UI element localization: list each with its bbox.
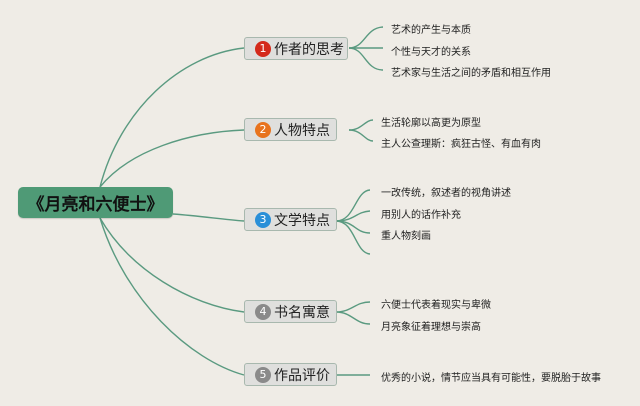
branch-author-thoughts[interactable]: 1 作者的思考 [244, 37, 348, 60]
number-badge-icon: 1 [255, 40, 271, 57]
number-badge-icon: 5 [255, 366, 271, 383]
leaf-node[interactable]: 月亮象征着理想与崇高 [381, 322, 481, 333]
root-label: 《月亮和六便士》 [27, 195, 164, 215]
root-node[interactable]: 《月亮和六便士》 [18, 187, 173, 218]
branch-label: 人物特点 [274, 122, 330, 139]
leaf-node[interactable]: 艺术家与生活之间的矛盾和相互作用 [391, 68, 551, 79]
branch-label: 文学特点 [274, 212, 330, 229]
number-badge-icon: 3 [255, 211, 271, 228]
branch-literary-features[interactable]: 3 文学特点 [244, 208, 337, 231]
number-badge-icon: 2 [255, 121, 271, 138]
branch-label: 作者的思考 [274, 41, 344, 58]
leaf-node[interactable]: 主人公查理斯：疯狂古怪、有血有肉 [381, 139, 541, 150]
leaf-node[interactable]: 优秀的小说，情节应当具有可能性，要脱胎于故事 [381, 373, 601, 384]
number-badge-icon: 4 [255, 303, 271, 320]
leaf-node[interactable]: 生活轮廓以高更为原型 [381, 118, 481, 129]
leaf-node[interactable]: 个性与天才的关系 [391, 47, 471, 58]
branch-title-meaning[interactable]: 4 书名寓意 [244, 300, 337, 323]
leaf-node[interactable]: 重人物刻画 [381, 231, 431, 242]
branch-work-evaluation[interactable]: 5 作品评价 [244, 363, 337, 386]
leaf-node[interactable]: 六便士代表着现实与卑微 [381, 300, 491, 311]
leaf-node[interactable]: 艺术的产生与本质 [391, 25, 471, 36]
branch-label: 书名寓意 [274, 304, 330, 321]
leaf-node[interactable]: 一改传统，叙述者的视角讲述 [381, 188, 511, 199]
branch-character-traits[interactable]: 2 人物特点 [244, 118, 337, 141]
branch-label: 作品评价 [274, 367, 330, 384]
leaf-node[interactable]: 用别人的话作补充 [381, 210, 461, 221]
